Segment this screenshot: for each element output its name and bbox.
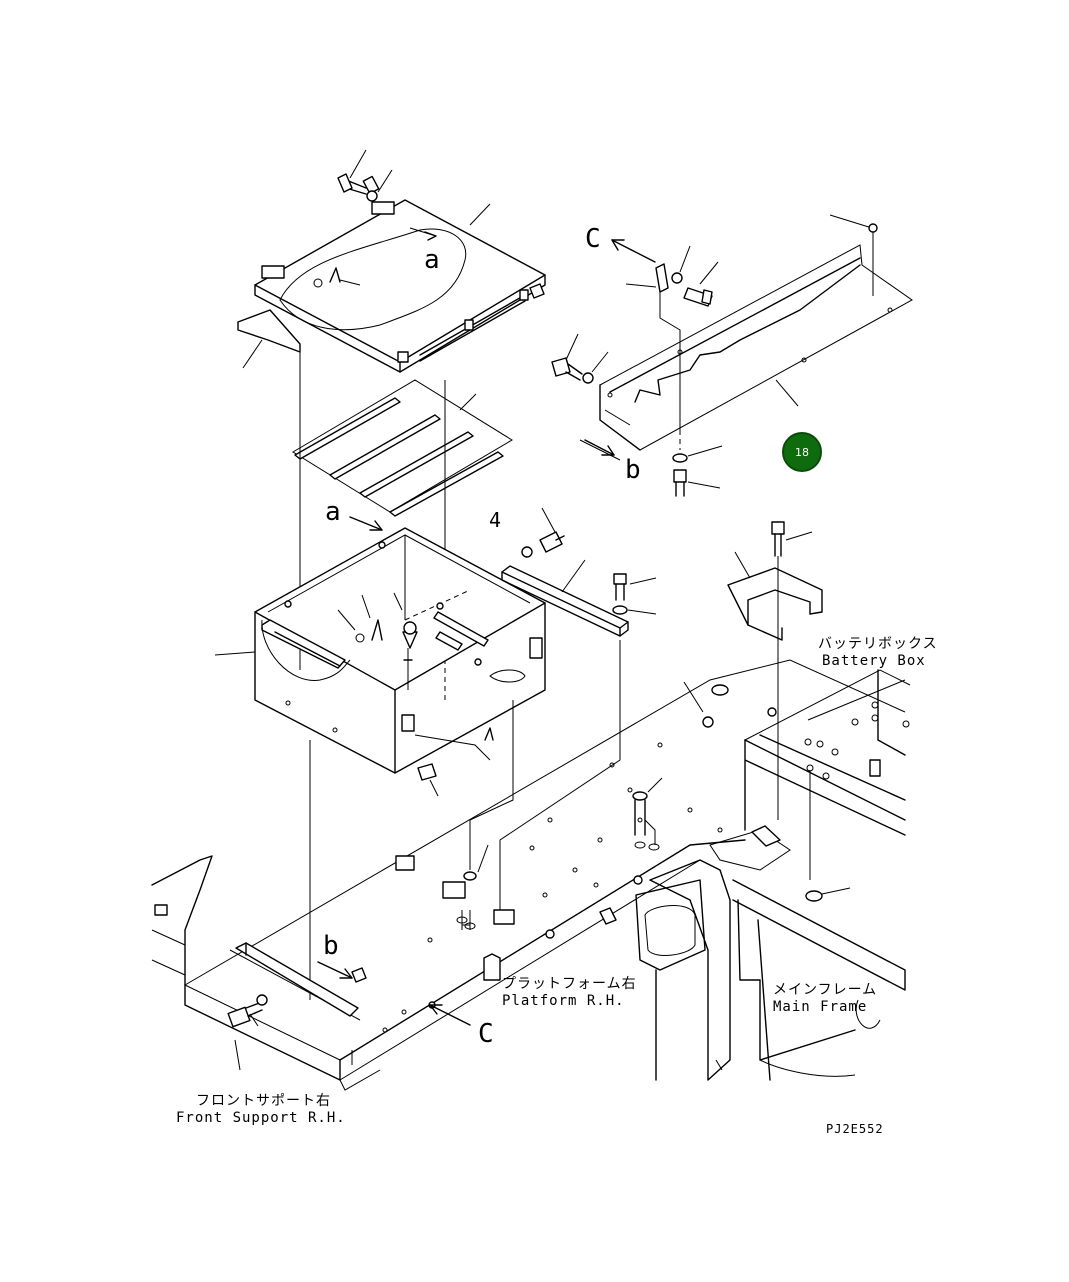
front-support-label-jp: フロントサポート右 [196,1093,331,1109]
platform-label-en: Platform R.H. [502,993,625,1009]
main-frame-label-jp: メインフレーム [773,982,878,998]
battery-box-frame [744,669,911,902]
ref-letter-a-top: a [424,245,440,275]
hold-down-bracket [579,214,913,461]
box-bolt [417,763,439,797]
part-number-4: 4 [489,508,502,532]
front-support [151,855,268,1071]
battery-box-label-en: Battery Box [822,653,926,669]
platform [184,659,906,1091]
drawing-code: PJ2E552 [826,1122,884,1136]
ref-letter-b-top: b [625,455,641,485]
ref-letter-b-bottom: b [323,931,339,961]
ref-letter-a-box: a [325,497,341,527]
ref-letter-c-top: C [585,224,601,254]
platform-label-jp: プラットフォーム右 [502,976,637,992]
main-frame [635,825,906,1081]
battery-box [214,527,546,774]
battery-box-label-jp: バッテリボックス [818,636,938,652]
bracket-bolt [612,573,657,615]
front-support-label-en: Front Support R.H. [176,1110,346,1126]
ref-letter-c-bottom: C [478,1019,494,1049]
mat-seal [237,309,301,369]
battery-cover [254,199,546,373]
cover-bolt [337,149,393,202]
bracket-bar [501,507,629,637]
main-frame-label-en: Main Frame [773,999,868,1015]
insulator-strips [292,379,513,517]
callout-18[interactable]: 18 [782,432,822,472]
clip-bolts [551,245,723,497]
side-bracket [727,521,823,820]
